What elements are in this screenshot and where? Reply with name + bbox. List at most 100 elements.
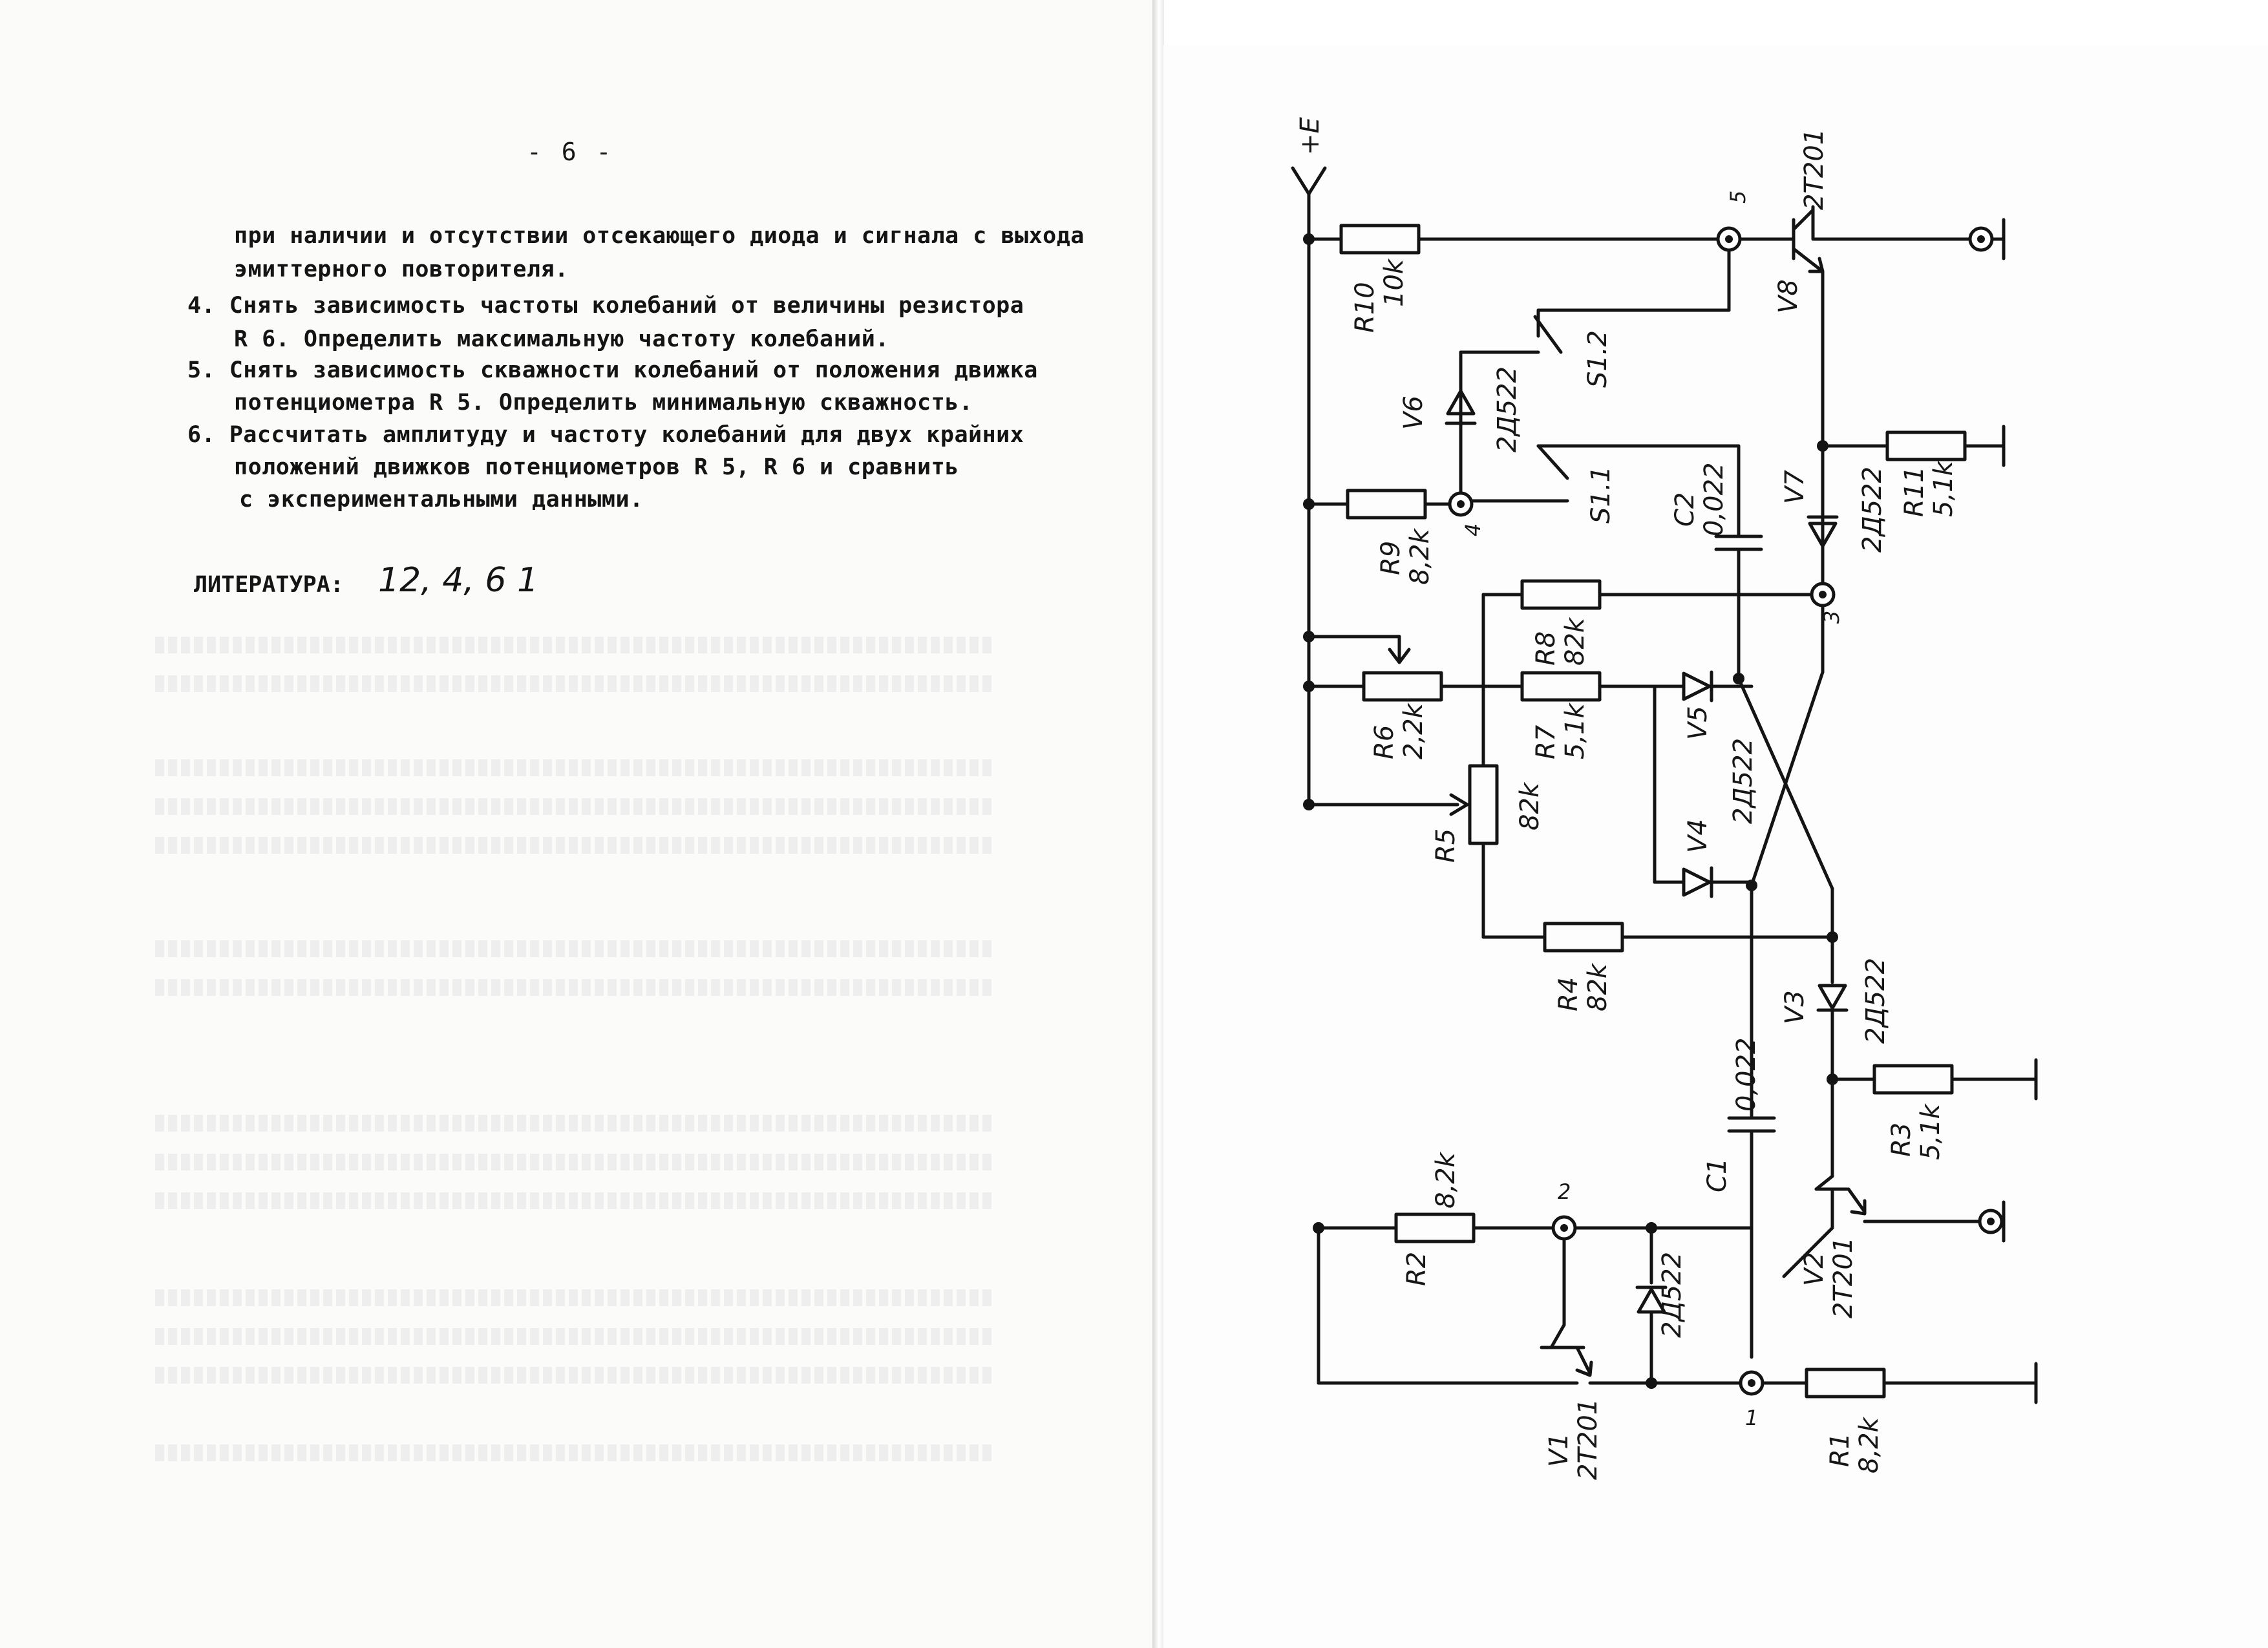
page-number: - 6 - <box>527 138 614 166</box>
junction-dot <box>1746 880 1757 891</box>
v8-name: V8 <box>1774 279 1803 313</box>
r4-name: R4 <box>1554 977 1584 1011</box>
bleed-through <box>155 1367 995 1384</box>
r1-name: R1 <box>1825 1433 1855 1467</box>
text-line: при наличии и отсутствии отсекающего дио… <box>234 223 1085 249</box>
v2-type: 2Т201 <box>1828 1237 1858 1318</box>
bleed-through <box>155 1289 995 1306</box>
c2-value: 0,022 <box>1699 462 1729 536</box>
c1-name: C1 <box>1702 1158 1732 1192</box>
r5-name: R5 <box>1431 829 1461 863</box>
emitter-arrow <box>1575 1360 1593 1377</box>
r7-value: 5,1k <box>1560 702 1590 759</box>
bleed-through <box>155 759 995 776</box>
text-line: с экспериментальными данными. <box>239 487 644 512</box>
r9-value: 8,2k <box>1405 527 1435 585</box>
resistor-r3 <box>1872 1064 1954 1095</box>
r10-value: 10k <box>1379 258 1409 307</box>
junction-dot <box>1303 498 1315 510</box>
r10-name: R10 <box>1350 282 1380 333</box>
s12-label: S1.2 <box>1583 330 1613 388</box>
diode-v6 <box>1446 389 1476 416</box>
wiper-arrow <box>1388 648 1411 664</box>
s11-label: S1.1 <box>1586 466 1616 523</box>
r9-name: R9 <box>1376 541 1406 575</box>
switch-s12-blade <box>1533 315 1563 354</box>
text-line: потенциометра R 5. Определить минимальну… <box>234 390 973 416</box>
literature-refs: 12, 4, 6 1 <box>378 561 539 600</box>
junction-dot <box>1303 799 1315 810</box>
resistor-r1 <box>1805 1368 1886 1399</box>
resistor-r11 <box>1885 430 1967 461</box>
resistor-r7 <box>1520 671 1602 702</box>
transistor-v8-emitter <box>1792 247 1825 273</box>
r11-value: 5,1k <box>1929 460 1958 517</box>
v8-type: 2Т201 <box>1799 129 1829 210</box>
resistor-r9 <box>1346 489 1427 520</box>
right-page <box>1163 45 2268 1648</box>
v3-type: 2Д522 <box>1861 958 1891 1044</box>
terminal-dot <box>1457 500 1465 508</box>
r2-name: R2 <box>1402 1252 1432 1286</box>
v5-name: V5 <box>1683 706 1713 740</box>
r3-value: 5,1k <box>1916 1103 1945 1160</box>
junction-dot <box>1733 673 1744 684</box>
transistor-v2-emitter <box>1847 1187 1867 1214</box>
terminal-dot <box>1819 591 1827 598</box>
diode-v4 <box>1682 867 1712 897</box>
v2-name: V2 <box>1799 1252 1829 1286</box>
diode-unnamed-type: 2Д522 <box>1657 1252 1687 1338</box>
wire <box>1549 1323 1566 1349</box>
node-2-label: 2 <box>1558 1179 1571 1204</box>
r8-name: R8 <box>1531 631 1561 666</box>
text-line: положений движков потенциометров R 5, R … <box>234 454 959 480</box>
v3-name: V3 <box>1780 990 1810 1024</box>
bleed-through <box>155 1444 995 1461</box>
v7-type: 2Д522 <box>1858 467 1887 553</box>
r11-name: R11 <box>1900 466 1929 517</box>
r8-value: 82k <box>1560 617 1590 666</box>
r6-name: R6 <box>1370 725 1399 759</box>
emitter-arrow <box>1850 1199 1867 1216</box>
left-page: - 6 - при наличии и отсутствии отсекающе… <box>155 138 1085 1461</box>
text-line: 6. Рассчитать амплитуду и частоту колеба… <box>187 422 1024 448</box>
literature-label: ЛИТЕРАТУРА: <box>194 572 344 598</box>
wire <box>1814 1174 1834 1191</box>
supply-arrow <box>1291 166 1327 196</box>
node-4-label: 4 <box>1461 523 1485 536</box>
text-line: 5. Снять зависимость скважности колебани… <box>187 357 1038 383</box>
junction-dot <box>1303 681 1315 692</box>
junction-dot <box>1827 931 1838 943</box>
bleed-through <box>155 979 995 996</box>
junction-dot <box>1646 1377 1657 1389</box>
r7-name: R7 <box>1531 724 1561 759</box>
transistor-v1-emitter <box>1575 1346 1592 1375</box>
v1-name: V1 <box>1544 1433 1574 1467</box>
supply-label: +E <box>1295 116 1325 155</box>
v45-type: 2Д522 <box>1728 738 1758 824</box>
bleed-through <box>155 637 995 653</box>
junction-dot <box>1303 233 1315 245</box>
bleed-through <box>155 940 995 957</box>
r6-value: 2,2k <box>1399 702 1428 759</box>
r2-value: 8,2k <box>1431 1151 1461 1209</box>
v1-type: 2Т201 <box>1573 1399 1603 1480</box>
r4-value: 82k <box>1583 962 1613 1011</box>
r1-value: 8,2k <box>1854 1416 1884 1474</box>
bleed-through <box>155 798 995 815</box>
v6-type: 2Д522 <box>1492 366 1522 452</box>
terminal-dot <box>1987 1218 1995 1225</box>
text-line: 4. Снять зависимость частоты колебаний о… <box>187 293 1024 319</box>
wire <box>1782 1226 1834 1278</box>
switch-s11-blade <box>1536 444 1569 480</box>
resistor-r10 <box>1339 224 1421 255</box>
diode-v5 <box>1682 671 1712 701</box>
node-5-label: 5 <box>1726 191 1750 204</box>
node-1-label: 1 <box>1745 1406 1758 1430</box>
v7-name: V7 <box>1780 470 1810 504</box>
junction-dot <box>1303 631 1315 642</box>
bleed-through <box>155 1115 995 1132</box>
junction-dot <box>1646 1222 1657 1234</box>
r3-name: R3 <box>1887 1123 1916 1157</box>
